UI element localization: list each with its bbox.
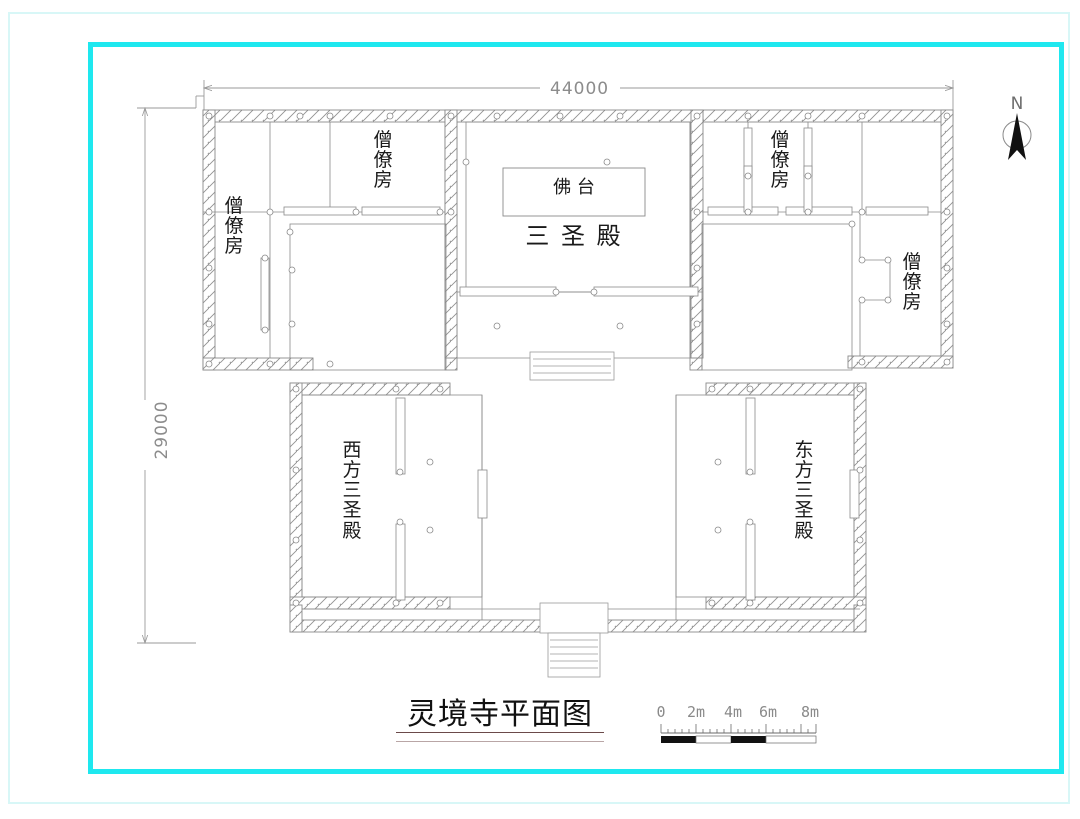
dimension-lines <box>137 80 953 643</box>
scale-tick-8m: 8m <box>800 703 820 721</box>
column-markers <box>205 112 951 631</box>
north-label: N <box>1010 94 1024 114</box>
scale-tick-0: 0 <box>656 703 666 721</box>
title-block: 灵境寺平面图 <box>396 700 604 742</box>
sheet-inner-border <box>88 42 1064 774</box>
wall-assembly <box>202 109 954 633</box>
buddha-altar-box <box>502 167 646 217</box>
title-underline-primary <box>396 732 604 733</box>
scale-tick-4m: 4m <box>723 703 743 721</box>
scale-bar-graphic <box>660 724 817 744</box>
scale-tick-2m: 2m <box>686 703 706 721</box>
scale-bar: 0 2m 4m 6m 8m <box>655 703 820 723</box>
north-indicator: N <box>1000 96 1034 113</box>
page-title: 灵境寺平面图 <box>407 697 593 732</box>
central-hall-stairs <box>529 351 615 381</box>
south-entrance-stairs <box>539 602 609 678</box>
title-underline-secondary <box>396 741 604 742</box>
scale-tick-6m: 6m <box>758 703 778 721</box>
north-arrow-icon <box>1002 113 1032 160</box>
sheet-outer-border <box>8 12 1070 804</box>
